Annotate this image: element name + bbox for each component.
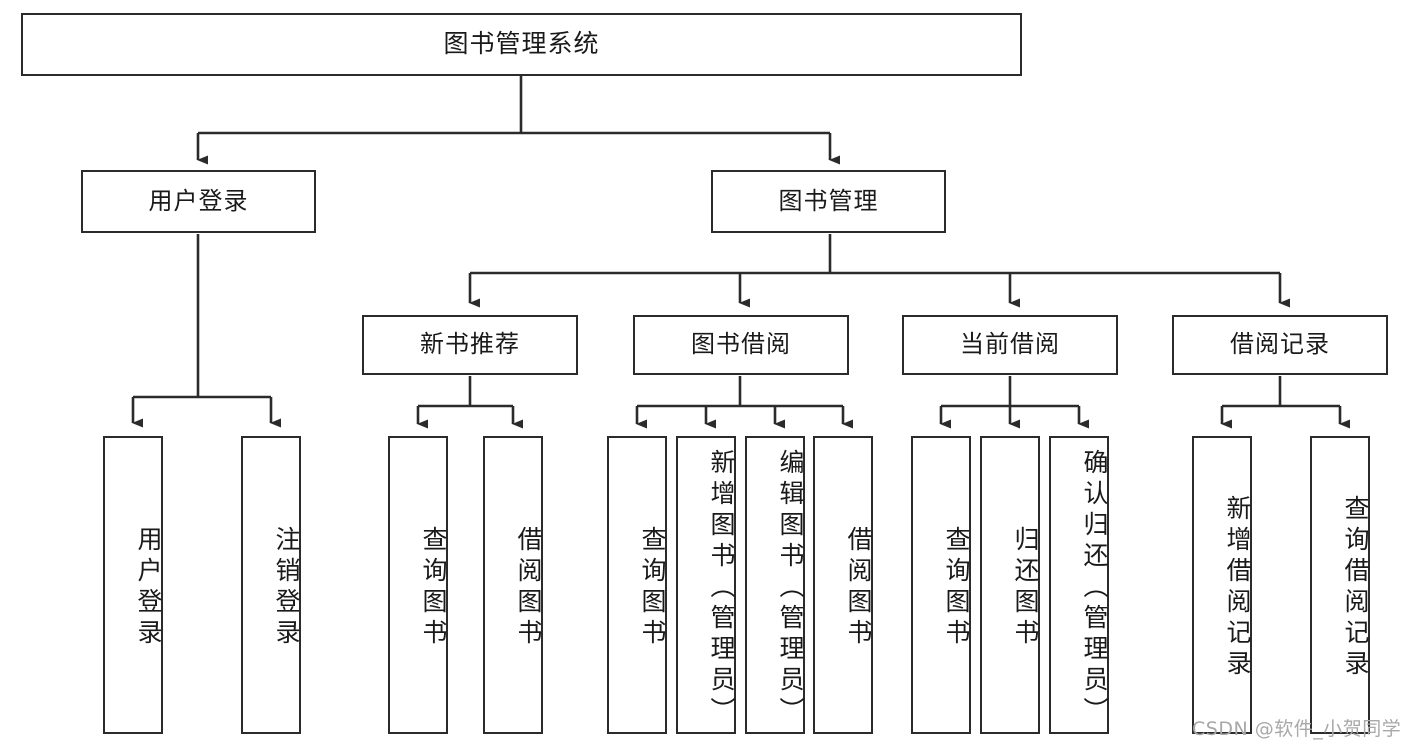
leaf-book-borrow-add[interactable]: 新增图书（管理员） [676,436,736,734]
node-label: 借阅记录 [1230,330,1330,359]
leaf-current-borrow-return[interactable]: 归还图书 [980,436,1040,734]
node-label: 图书管理 [778,186,879,215]
node-label: 新增图书（管理员） [707,448,736,728]
node-label: 图书借阅 [691,330,791,359]
leaf-current-borrow-confirm-return[interactable]: 确认归还（管理员） [1049,436,1109,734]
node-label: 借阅图书 [844,526,873,650]
node-borrow-record[interactable]: 借阅记录 [1172,315,1388,375]
node-label: 编辑图书（管理员） [776,448,805,728]
leaf-book-borrow-edit[interactable]: 编辑图书（管理员） [745,436,805,734]
node-label: 查询图书 [942,526,971,650]
node-label: 查询借阅记录 [1341,495,1370,681]
node-label: 用户登录 [134,526,163,650]
node-label: 查询图书 [638,526,667,650]
node-label: 查询图书 [419,526,448,650]
node-label: 归还图书 [1011,526,1040,650]
leaf-new-book-query[interactable]: 查询图书 [388,436,448,734]
node-book-manage[interactable]: 图书管理 [711,170,946,233]
leaf-book-borrow-query[interactable]: 查询图书 [607,436,667,734]
node-root-system[interactable]: 图书管理系统 [21,13,1022,76]
node-label: 新书推荐 [420,330,520,359]
node-label: 借阅图书 [514,526,543,650]
leaf-user-login-login[interactable]: 用户登录 [103,436,163,734]
node-label: 注销登录 [272,526,301,650]
leaf-user-login-logout[interactable]: 注销登录 [241,436,301,734]
node-current-borrow[interactable]: 当前借阅 [902,315,1118,375]
node-book-borrow[interactable]: 图书借阅 [633,315,849,375]
leaf-book-borrow-borrow[interactable]: 借阅图书 [813,436,873,734]
leaf-current-borrow-query[interactable]: 查询图书 [911,436,971,734]
node-new-book-recommend[interactable]: 新书推荐 [362,315,578,375]
leaf-borrow-record-query[interactable]: 查询借阅记录 [1310,436,1370,734]
node-label: 确认归还（管理员） [1080,448,1109,728]
node-label: 用户登录 [148,186,249,215]
leaf-borrow-record-add[interactable]: 新增借阅记录 [1192,436,1252,734]
leaf-new-book-borrow[interactable]: 借阅图书 [483,436,543,734]
node-label: 当前借阅 [960,330,1060,359]
node-user-login[interactable]: 用户登录 [81,170,316,233]
node-label: 图书管理系统 [443,29,600,59]
node-label: 新增借阅记录 [1223,495,1252,681]
